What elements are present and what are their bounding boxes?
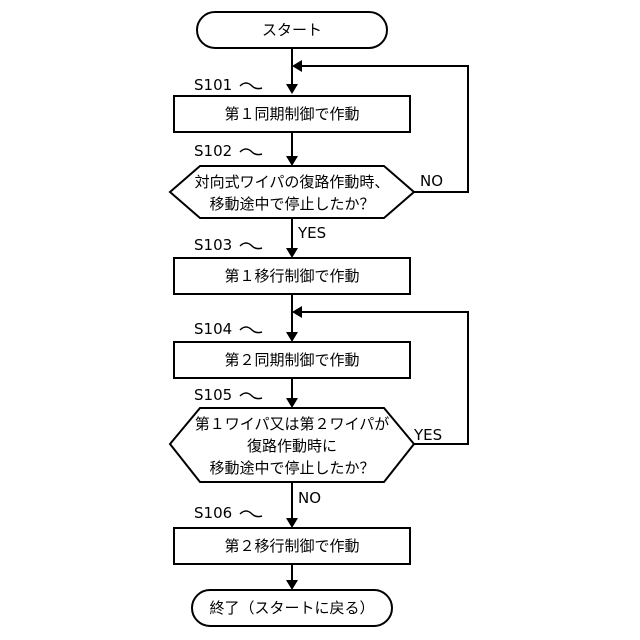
arrowhead [286, 156, 298, 166]
arrowhead [292, 306, 302, 318]
step-id-s104: S104 [194, 320, 232, 338]
step-id-s102: S102 [194, 142, 232, 160]
label-leader-s101 [240, 83, 262, 89]
label-leader-s104 [240, 327, 262, 333]
process-s104-text: 第２同期制御で作動 [224, 351, 359, 369]
arrowhead [286, 84, 298, 94]
label-leader-s106 [240, 511, 262, 517]
decision-s105-yes-label: YES [413, 426, 442, 444]
step-id-s103: S103 [194, 236, 232, 254]
decision-s105-line-2: 復路作動時に [247, 437, 337, 455]
process-s103-text: 第１移行制御で作動 [224, 267, 359, 285]
decision-s105-line-1: 第１ワイパ又は第２ワイパが [195, 415, 389, 433]
end-label: 終了（スタートに戻る） [209, 599, 374, 617]
step-id-s105: S105 [194, 386, 232, 404]
label-leader-s105 [240, 393, 262, 399]
step-id-s106: S106 [194, 504, 232, 522]
arrowhead [286, 580, 298, 590]
arrowhead [286, 518, 298, 528]
step-id-s101: S101 [194, 76, 232, 94]
process-s106-text: 第２移行制御で作動 [224, 537, 359, 555]
decision-s102-line-2: 移動途中で停止したか？ [209, 195, 374, 213]
decision-s105-line-3: 移動途中で停止したか？ [209, 459, 374, 477]
label-leader-s103 [240, 243, 262, 249]
decision-s102-line-1: 対向式ワイパの復路作動時、 [195, 173, 390, 191]
label-leader-s102 [240, 149, 262, 155]
arrowhead [286, 332, 298, 342]
arrowhead [286, 248, 298, 258]
arrowhead [292, 60, 302, 72]
decision-s102-no-label: NO [420, 172, 443, 190]
decision-s102-yes-label: YES [297, 224, 326, 242]
process-s101-text: 第１同期制御で作動 [224, 105, 359, 123]
arrowhead [286, 398, 298, 408]
decision-s105-no-label: NO [298, 489, 321, 507]
start-label: スタート [262, 21, 322, 39]
